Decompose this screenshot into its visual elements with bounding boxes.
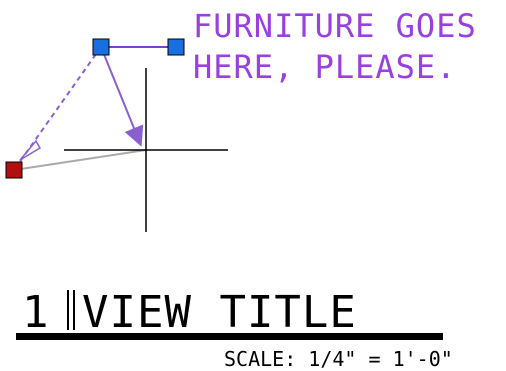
grip-selected-hot-icon[interactable] bbox=[5, 161, 23, 179]
drag-preview-line bbox=[13, 149, 147, 171]
crosshair-cursor-icon bbox=[64, 68, 228, 232]
annotation-text[interactable]: FURNITURE GOES HERE, PLEASE. bbox=[193, 7, 477, 86]
view-number: 1 bbox=[22, 287, 49, 338]
grip-leader-vertex-icon[interactable] bbox=[92, 38, 110, 56]
view-title-text: VIEW TITLE bbox=[82, 287, 357, 338]
view-scale-text: SCALE: 1/4" = 1'-0" bbox=[224, 347, 453, 371]
grip-landing-end-icon[interactable] bbox=[167, 38, 185, 56]
view-title-block[interactable]: 1 VIEW TITLE SCALE: 1/4" = 1'-0" bbox=[16, 287, 453, 371]
annotation-line-1: FURNITURE GOES bbox=[193, 7, 477, 45]
leader-rubber-band-dashed bbox=[13, 46, 102, 171]
leader-arrow-line bbox=[100, 46, 144, 147]
annotation-line-2: HERE, PLEASE. bbox=[193, 48, 456, 86]
view-title-underline-bar bbox=[16, 333, 443, 340]
arrowhead-icon bbox=[19, 139, 42, 161]
